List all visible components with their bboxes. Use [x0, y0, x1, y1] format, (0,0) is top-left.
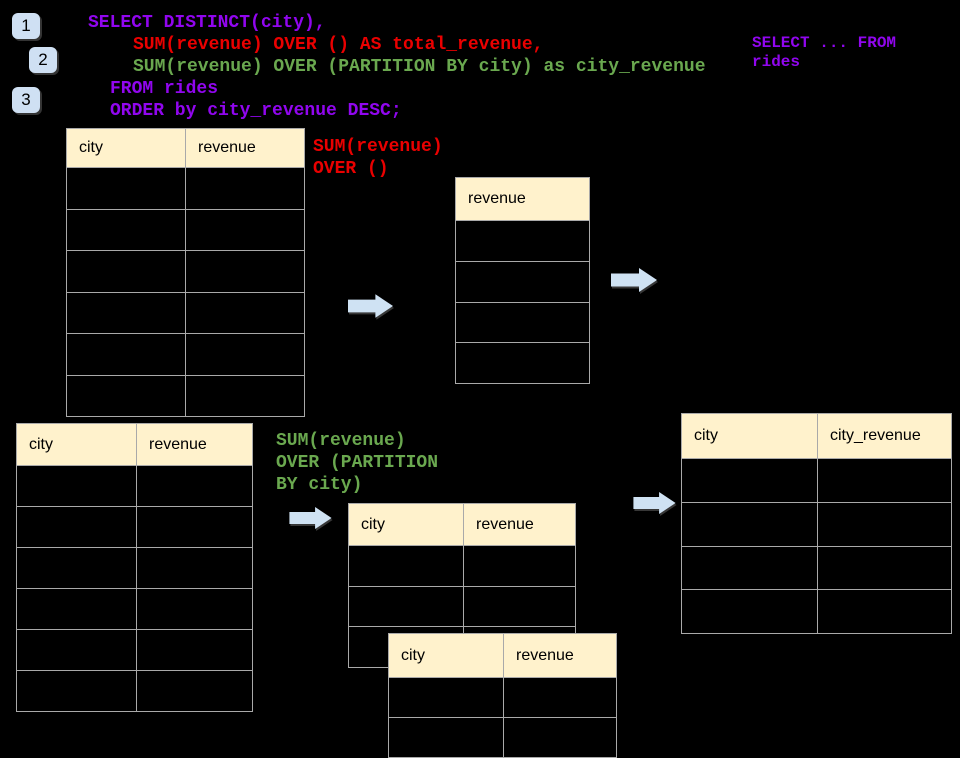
- empty-cell: [17, 547, 137, 588]
- empty-cell: [464, 585, 575, 627]
- empty-cell: [186, 208, 304, 251]
- empty-cell: [464, 545, 575, 586]
- empty-cell: [349, 545, 464, 586]
- from-note-line1: SELECT ... FROM: [752, 34, 897, 52]
- from-note-line2: rides: [752, 53, 801, 71]
- column-header-city: city: [682, 414, 818, 458]
- empty-cell: [456, 342, 589, 383]
- column-header-revenue: revenue: [468, 190, 526, 207]
- annotation-partition-line2: OVER (PARTITION: [276, 453, 439, 473]
- column-header-city: city: [389, 634, 504, 677]
- empty-cell: [17, 506, 137, 547]
- step-badge-1: 1: [12, 13, 40, 39]
- annotation-partition-line1: SUM(revenue): [276, 431, 406, 451]
- arrow-right-icon: [348, 294, 393, 318]
- empty-cell: [389, 717, 504, 757]
- arrow-right-icon: [611, 268, 657, 292]
- sql-line-partition: SUM(revenue) OVER (PARTITION BY city) as…: [133, 57, 706, 77]
- empty-cell: [389, 677, 504, 717]
- empty-cell: [504, 677, 616, 717]
- arrow-right-icon: [287, 507, 334, 529]
- empty-cell: [682, 545, 818, 590]
- empty-cell: [137, 547, 252, 588]
- empty-cell: [137, 588, 252, 629]
- table-total-revenue-result: revenue: [455, 177, 590, 384]
- sql-line-order: ORDER by city_revenue DESC;: [110, 101, 402, 121]
- empty-cell: [67, 291, 186, 333]
- empty-cell: [186, 374, 304, 417]
- column-header-revenue: revenue: [476, 515, 534, 533]
- empty-cell: [17, 465, 137, 506]
- sql-line-select: SELECT DISTINCT(city),: [88, 13, 326, 33]
- column-header-city: city: [17, 424, 137, 465]
- column-header-city-revenue: city_revenue: [830, 427, 921, 444]
- table-source-bottom: city revenue: [16, 423, 253, 712]
- table-partition-step-overlay: city revenue: [388, 633, 617, 758]
- empty-cell: [186, 250, 304, 292]
- empty-cell: [17, 629, 137, 670]
- annotation-total-line2: OVER (): [313, 159, 389, 179]
- empty-cell: [137, 506, 252, 547]
- empty-cell: [456, 301, 589, 343]
- empty-cell: [17, 588, 137, 629]
- column-header-city: city: [349, 504, 464, 545]
- empty-cell: [818, 589, 951, 633]
- empty-cell: [137, 629, 252, 670]
- empty-cell: [137, 670, 252, 711]
- table-source-top: city revenue: [66, 128, 305, 417]
- column-header-revenue: revenue: [149, 435, 207, 453]
- empty-cell: [818, 501, 951, 546]
- table-body: [389, 677, 616, 757]
- empty-cell: [456, 220, 589, 261]
- annotation-partition-line3: BY city): [276, 475, 363, 495]
- empty-cell: [504, 717, 616, 757]
- slide-canvas: { "colors": { "background": "#000000", "…: [12, 13, 952, 758]
- empty-cell: [349, 585, 464, 627]
- table-partition-step: city revenue: [348, 503, 576, 668]
- empty-cell: [67, 374, 186, 416]
- empty-cell: [456, 260, 589, 302]
- column-header-revenue: revenue: [198, 139, 256, 156]
- table-body: [456, 220, 589, 383]
- empty-cell: [67, 250, 186, 292]
- empty-cell: [67, 333, 186, 375]
- annotation-total-line1: SUM(revenue): [313, 137, 443, 157]
- column-header-revenue: revenue: [516, 646, 574, 664]
- arrow-right-icon: [632, 492, 677, 514]
- column-header-city: city: [67, 129, 186, 167]
- table-body: [17, 465, 252, 711]
- empty-cell: [137, 465, 252, 506]
- empty-cell: [818, 458, 951, 502]
- empty-cell: [186, 333, 304, 375]
- sql-line-from: FROM rides: [110, 79, 219, 99]
- empty-cell: [464, 626, 575, 667]
- sql-line-total: SUM(revenue) OVER () AS total_revenue,: [133, 35, 544, 55]
- step-badge-2: 2: [29, 47, 57, 73]
- empty-cell: [818, 545, 951, 590]
- table-city-revenue-result: city city_revenue: [681, 413, 952, 634]
- empty-cell: [186, 167, 304, 209]
- empty-cell: [186, 291, 304, 334]
- empty-cell: [67, 167, 186, 209]
- table-body: [67, 167, 304, 416]
- empty-cell: [17, 670, 137, 711]
- empty-cell: [682, 458, 818, 502]
- empty-cell: [682, 501, 818, 546]
- empty-cell: [682, 589, 818, 633]
- empty-cell: [67, 208, 186, 250]
- table-body: [682, 458, 951, 633]
- step-badge-3: 3: [12, 87, 40, 113]
